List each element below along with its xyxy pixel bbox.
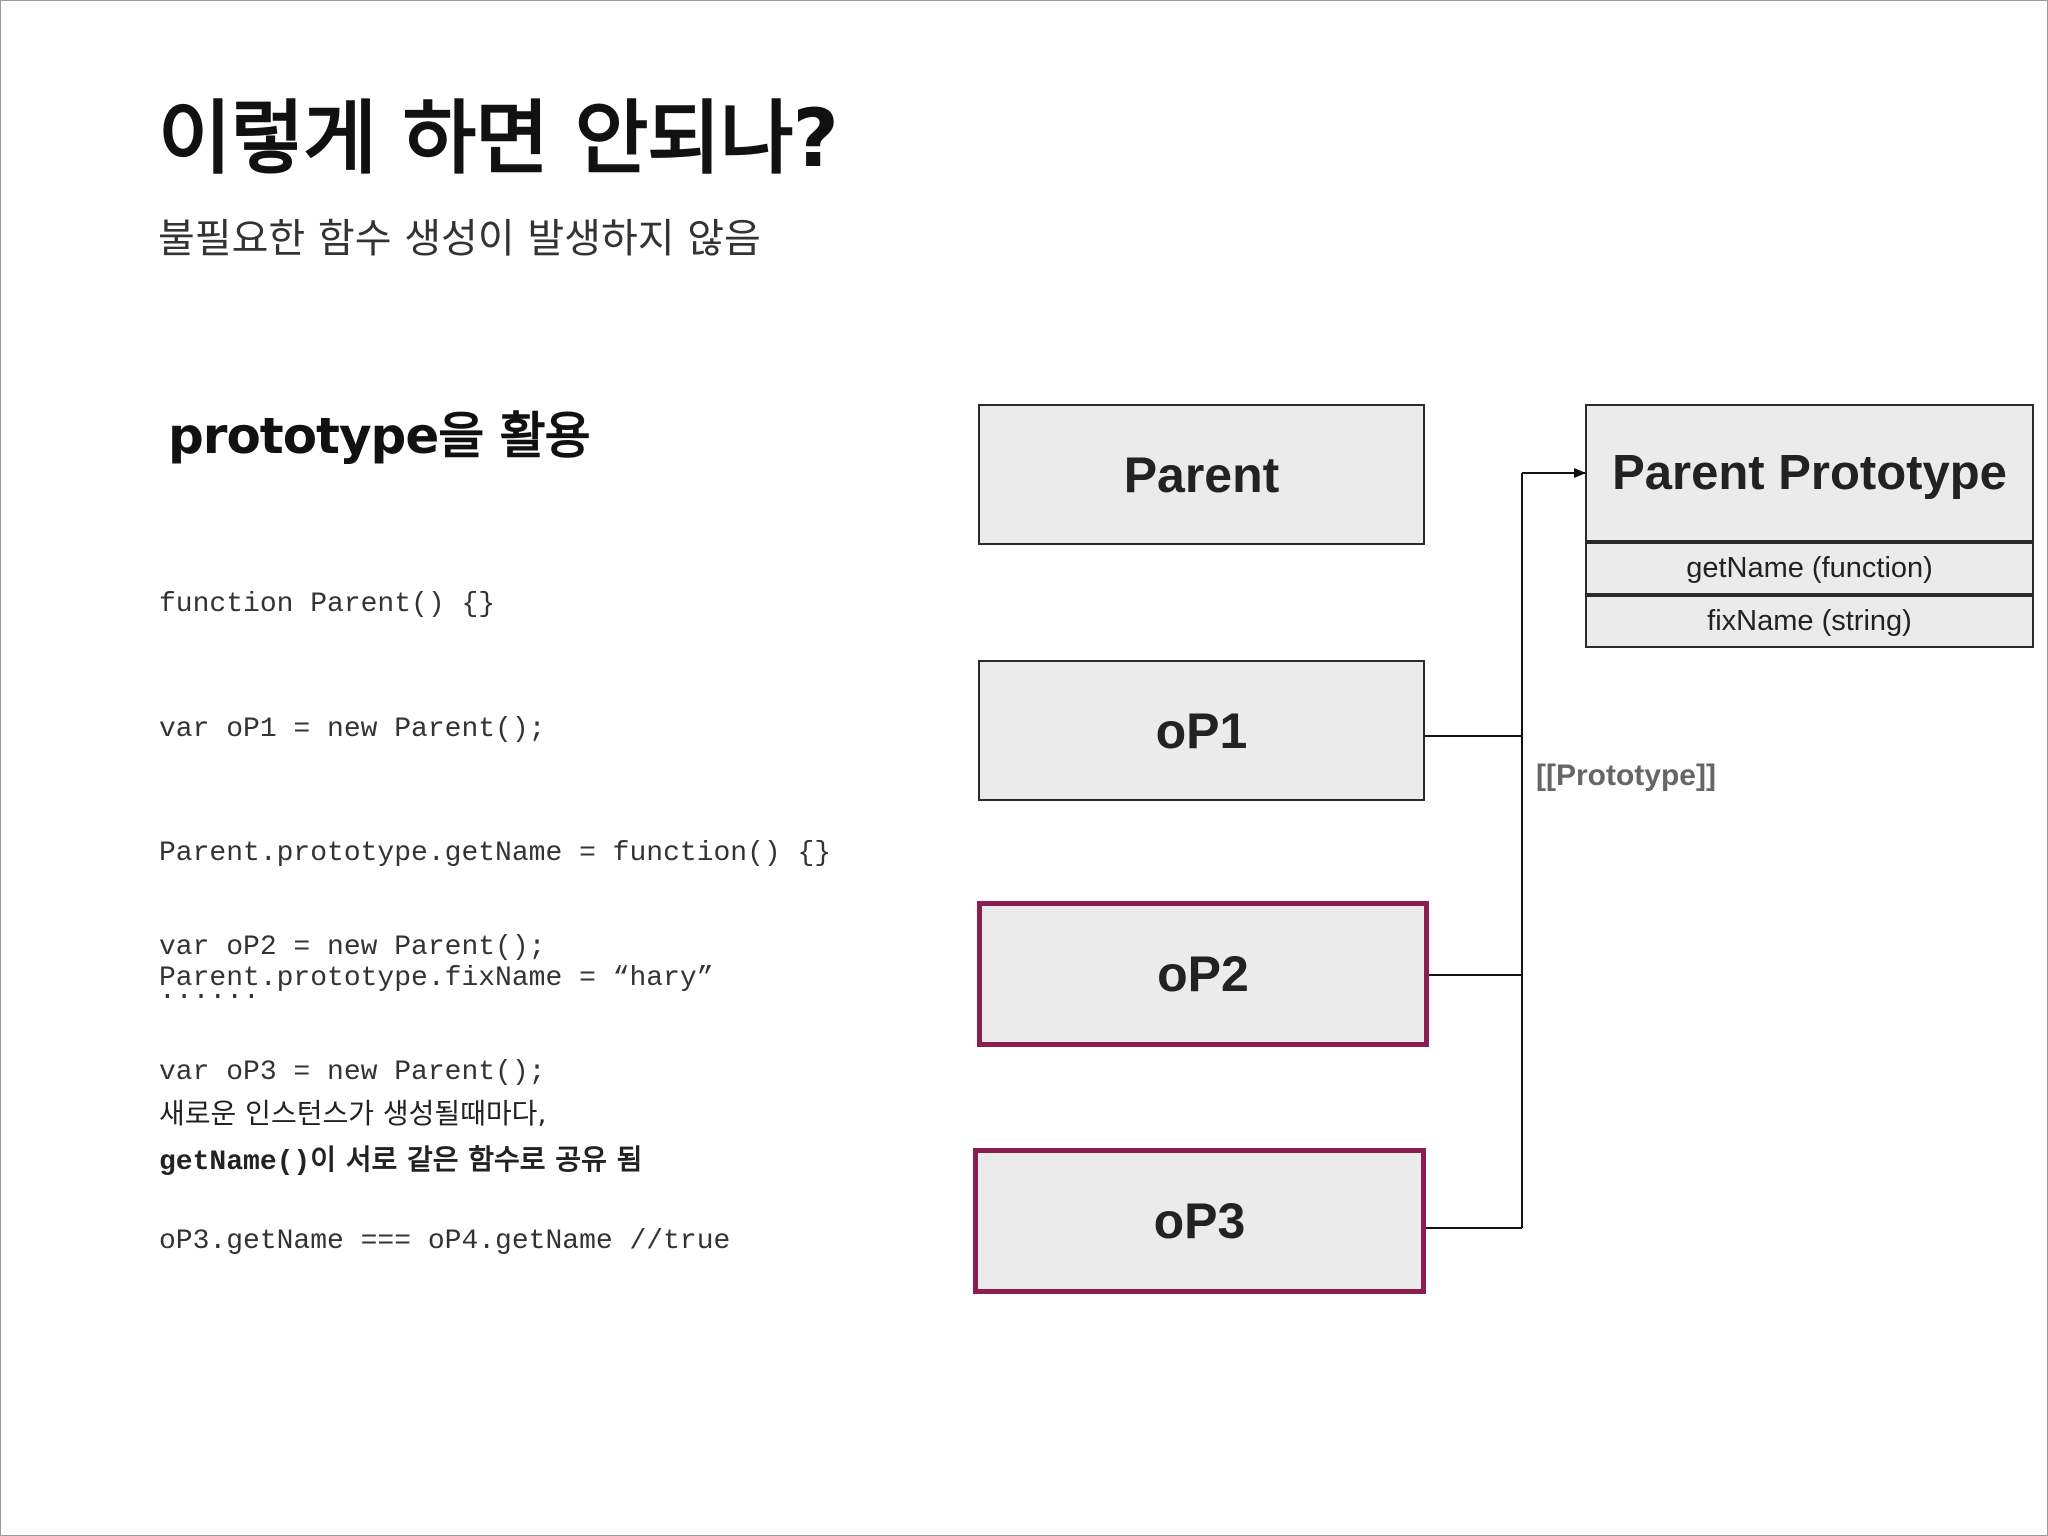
- note-line-1: 새로운 인스턴스가 생성될때마다,: [159, 1097, 547, 1130]
- code-line: Parent.prototype.fixName = “hary”: [159, 962, 714, 994]
- op1-box: oP1: [978, 660, 1425, 801]
- comparison-code: oP3.getName === oP4.getName //true: [159, 1226, 731, 1257]
- parent-prototype-title: Parent Prototype: [1587, 406, 2032, 544]
- slide-title: 이렇게 하면 안되나?: [158, 92, 839, 185]
- prototype-member-getname: getName (function): [1587, 544, 2032, 597]
- parent-prototype-box: Parent Prototype getName (function) fixN…: [1585, 404, 2034, 648]
- code-ellipsis: ......: [159, 976, 260, 1007]
- section-heading: prototype을 활용: [168, 407, 591, 465]
- note-line-2-text: 이 서로 같은 함수로 공유 됨: [310, 1143, 643, 1176]
- op3-box: oP3: [973, 1148, 1426, 1294]
- code-line: var oP2 = new Parent();: [159, 932, 546, 963]
- code-block-definition: function Parent() {} var oP1 = new Paren…: [159, 501, 831, 1082]
- note-line-2: getName()이 서로 같은 함수로 공유 됨: [159, 1137, 642, 1186]
- code-line: var oP1 = new Parent();: [159, 713, 546, 745]
- explanation-note: 새로운 인스턴스가 생성될때마다, getName()이 서로 같은 함수로 공…: [159, 1091, 642, 1186]
- code-line: function Parent() {}: [159, 589, 496, 620]
- slide-subtitle: 불필요한 함수 생성이 발생하지 않음: [158, 216, 761, 262]
- note-code-getname: getName(): [159, 1147, 311, 1178]
- code-line: Parent.prototype.getName = function() {}: [159, 838, 832, 869]
- op2-box: oP2: [977, 901, 1429, 1047]
- prototype-member-fixname: fixName (string): [1707, 605, 1912, 637]
- code-block-instances: var oP2 = new Parent(); var oP3 = new Pa…: [159, 844, 545, 1176]
- parent-box: Parent: [978, 404, 1425, 545]
- prototype-link-label: [[Prototype]]: [1536, 759, 1716, 792]
- code-line: var oP3 = new Parent();: [159, 1056, 546, 1088]
